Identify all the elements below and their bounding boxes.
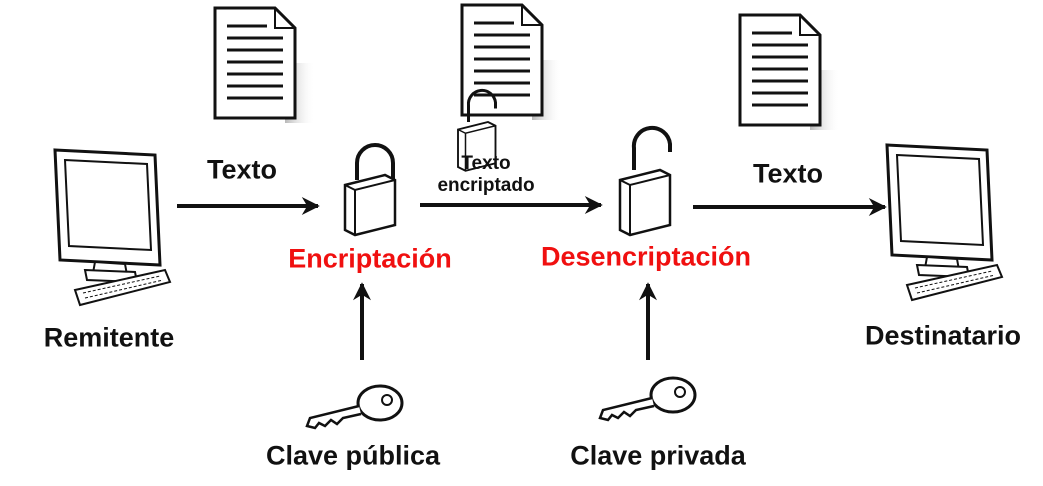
encryption-label: Encriptación: [288, 243, 452, 274]
recipient-computer-icon: [885, 143, 1004, 302]
closed-padlock-icon: [343, 143, 397, 237]
private-key-icon: [598, 376, 697, 422]
open-padlock-icon: [618, 125, 672, 237]
private-key-label: Clave privada: [570, 440, 746, 471]
public-key-icon: [305, 384, 404, 430]
public-key-label: Clave pública: [265, 440, 441, 471]
sender-label: Remitente: [43, 322, 175, 353]
cipher-text-label: Texto encriptado: [437, 153, 534, 197]
cipher-text-line1: Texto: [461, 153, 511, 174]
cipher-text-line2: encriptado: [437, 175, 535, 196]
document-plain-left-icon: [213, 6, 317, 125]
document-plain-right-icon: [738, 13, 842, 132]
recipient-label: Destinatario: [864, 320, 1022, 351]
plain-text-right-label: Texto: [752, 158, 824, 189]
document-encrypted-icon: [460, 3, 564, 122]
plain-text-left-label: Texto: [206, 154, 278, 185]
decryption-label: Desencriptación: [540, 241, 752, 272]
sender-computer-icon: [53, 148, 172, 307]
